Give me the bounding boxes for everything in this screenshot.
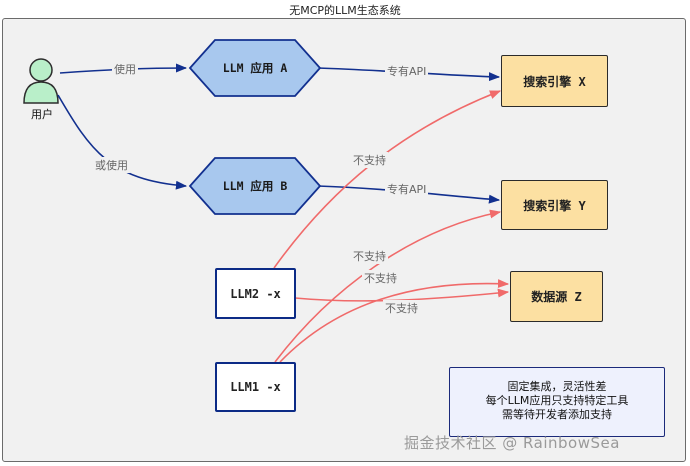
- data-source-z-label: 数据源 Z: [531, 290, 582, 304]
- user-label: 用户: [31, 108, 53, 121]
- search-engine-x: 搜索引擎 X: [501, 55, 608, 107]
- note-line-3: 需等待开发者添加支持: [502, 408, 612, 421]
- watermark: 掘金技术社区 @ RainbowSea: [404, 434, 620, 452]
- app-a-shape: [188, 39, 322, 97]
- edge-label-not-supported-2: 不支持: [351, 248, 388, 264]
- user-icon: [23, 58, 59, 104]
- app-b-label: LLM 应用 B: [222, 179, 288, 193]
- edge-label-or-use: 或使用: [93, 157, 130, 173]
- note-line-1: 固定集成，灵活性差: [507, 380, 607, 393]
- llm2-client-label: LLM2 -x: [230, 286, 281, 301]
- note-line-2: 每个LLM应用只支持特定工具: [485, 394, 629, 407]
- llm2-client: LLM2 -x: [215, 268, 296, 319]
- app-b-shape: [188, 157, 322, 215]
- llm1-client-label: LLM1 -x: [230, 380, 281, 394]
- search-engine-y-label: 搜索引擎 Y: [523, 198, 586, 213]
- note-box: 固定集成，灵活性差 每个LLM应用只支持特定工具 需等待开发者添加支持: [449, 367, 665, 437]
- edge-label-api-b: 专有API: [385, 181, 429, 197]
- arrow-llm1-to-engine-y: [274, 209, 502, 363]
- edge-label-not-supported-4: 不支持: [383, 300, 420, 316]
- search-engine-x-label: 搜索引擎 X: [523, 74, 586, 89]
- edge-label-not-supported-3: 不支持: [362, 270, 399, 286]
- data-source-z: 数据源 Z: [510, 271, 603, 322]
- llm1-client: LLM1 -x: [215, 362, 296, 412]
- diagram-title: 无MCP的LLM生态系统: [289, 4, 401, 17]
- app-a-label: LLM 应用 A: [222, 61, 288, 75]
- edge-label-use: 使用: [112, 61, 138, 77]
- edge-label-api-a: 专有API: [385, 63, 429, 79]
- arrow-llm1-to-data-z: [279, 279, 510, 363]
- edge-label-not-supported-1: 不支持: [351, 152, 388, 168]
- search-engine-y: 搜索引擎 Y: [501, 180, 608, 230]
